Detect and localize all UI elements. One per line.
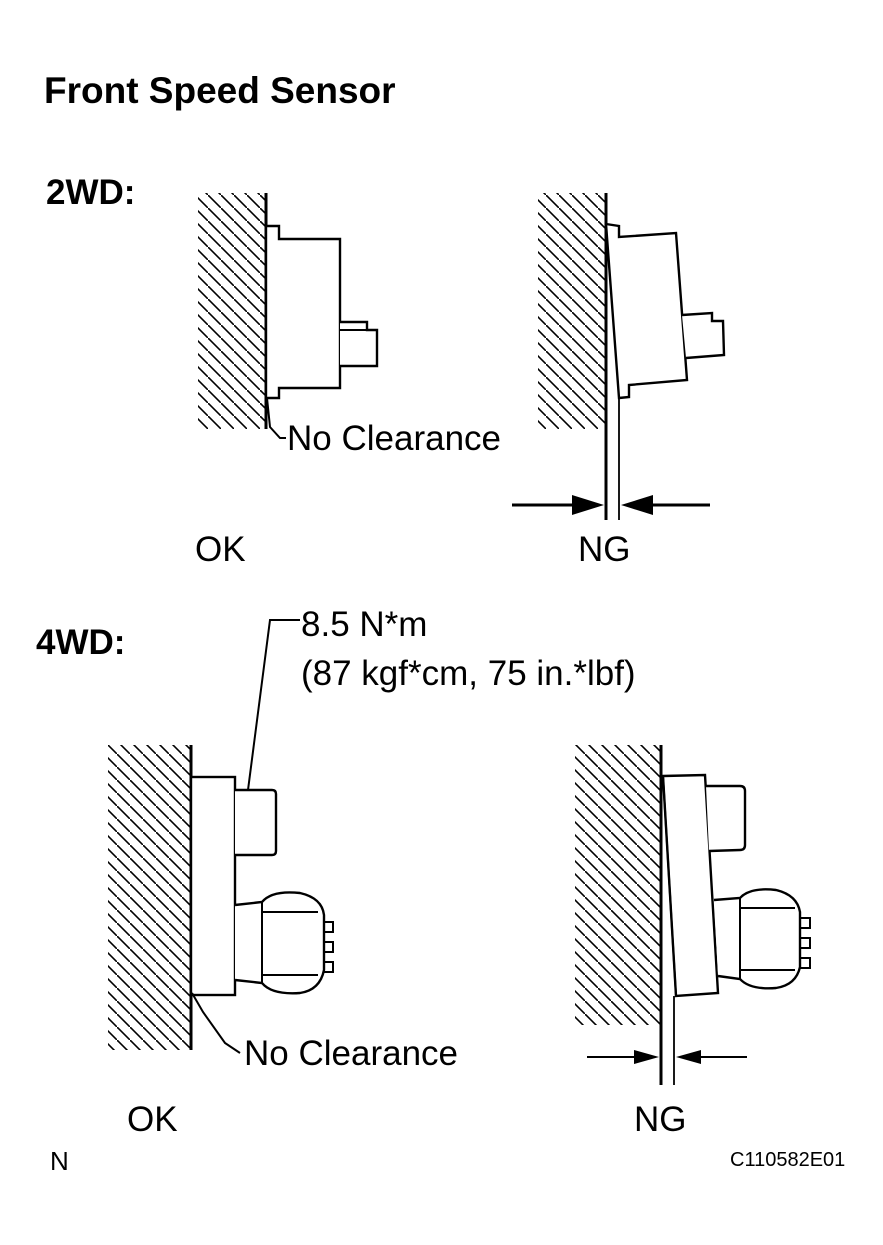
no-clearance-label-4wd: No Clearance — [244, 1034, 458, 1073]
sensor-top-boss — [235, 788, 278, 857]
figure-code: C110582E01 — [730, 1149, 846, 1171]
flange-lower-edge — [662, 775, 677, 997]
fourwd-ok-figure — [108, 619, 334, 1054]
sensor-connector-housing — [234, 891, 326, 995]
sensor-flange-plate — [189, 775, 237, 997]
ng-label-4wd: NG — [634, 1100, 687, 1139]
twowd-ok-figure — [198, 193, 379, 439]
arrowhead-right — [621, 495, 653, 515]
fourwd-ng-figure — [575, 745, 811, 1085]
ok-label-4wd: OK — [127, 1100, 178, 1139]
mounting-surface-hatching — [198, 193, 266, 429]
mounting-surface-hatching — [108, 745, 191, 1050]
sensor-connector-stub — [340, 320, 379, 368]
connector-terminal-pins — [800, 917, 811, 969]
torque-spec-alt-units: (87 kgf*cm, 75 in.*lbf) — [301, 654, 636, 693]
section-label-2wd: 2WD: — [46, 173, 136, 212]
page-title: Front Speed Sensor — [44, 70, 396, 111]
speed-sensor-body — [264, 224, 342, 400]
no-clearance-label-2wd: No Clearance — [287, 419, 501, 458]
tilted-speed-sensor-body — [604, 222, 689, 400]
arrowhead-right — [676, 1050, 701, 1064]
ok-label-2wd: OK — [195, 530, 246, 569]
footer-mark: N — [50, 1146, 69, 1176]
connector-terminal-pins — [324, 921, 334, 973]
no-clearance-leader — [191, 992, 241, 1054]
arrowhead-left — [572, 495, 604, 515]
torque-spec-value: 8.5 N*m — [301, 605, 428, 644]
mounting-surface-hatching — [538, 193, 606, 429]
arrowhead-left — [634, 1050, 659, 1064]
torque-leader — [247, 619, 300, 791]
ng-label-2wd: NG — [578, 530, 631, 569]
sensor-top-boss — [706, 784, 747, 853]
section-label-4wd: 4WD: — [36, 623, 126, 662]
sensor-connector-housing — [713, 888, 802, 990]
no-clearance-leader — [266, 397, 286, 439]
sensor-connector-stub — [681, 311, 726, 360]
mounting-surface-hatching — [575, 745, 661, 1025]
twowd-ng-figure — [512, 193, 726, 520]
